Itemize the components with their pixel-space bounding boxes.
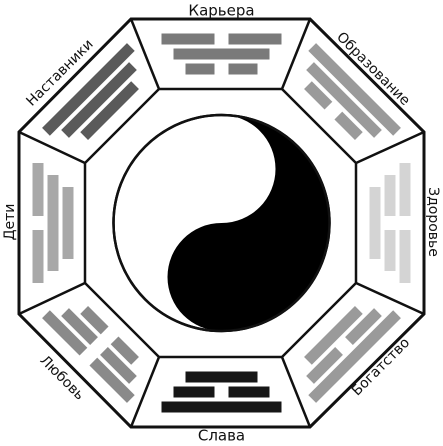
trigram-left: [32, 163, 74, 283]
trigram-line-solid: [306, 62, 382, 138]
label-right: Здоровье: [425, 187, 441, 257]
trigram-line-broken-segment: [110, 336, 139, 365]
trigram-line-broken-segment: [32, 230, 44, 283]
trigram-line-broken-segment: [161, 33, 215, 45]
trigram-line-broken-segment: [173, 386, 215, 398]
trigram-line-solid: [161, 401, 282, 413]
trigram-line-broken-segment: [384, 230, 396, 271]
trigram-top-right: [304, 43, 401, 140]
trigram-bottom-left: [42, 306, 139, 403]
trigram-line-broken-segment: [61, 308, 98, 345]
trigram-line-solid: [47, 175, 59, 271]
yin-yang-symbol: [112, 113, 331, 333]
trigram-line-broken-segment: [228, 63, 258, 75]
trigram-line-broken-segment: [399, 163, 411, 216]
trigram-line-broken-segment: [334, 111, 363, 140]
trigram-line-solid: [62, 187, 74, 259]
trigram-bottom-right: [304, 306, 401, 403]
trigram-right: [369, 163, 411, 283]
trigram-line-broken-segment: [228, 33, 282, 45]
trigram-line-solid: [304, 306, 363, 365]
trigram-top: [161, 33, 282, 75]
trigram-line-broken-segment: [89, 357, 135, 403]
label-top: Карьера: [188, 2, 254, 20]
trigram-line-broken-segment: [32, 163, 44, 216]
trigram-line-solid: [369, 187, 381, 259]
trigram-line-solid: [308, 310, 401, 403]
trigram-line-solid: [185, 371, 258, 383]
label-bottom: Слава: [198, 427, 245, 445]
trigram-line-broken-segment: [304, 81, 333, 110]
trigram-line-broken-segment: [42, 310, 88, 356]
yang-dot: [205, 261, 238, 293]
trigram-line-solid: [80, 81, 139, 140]
trigram-line-broken-segment: [185, 63, 215, 75]
trigram-line-solid: [42, 43, 135, 136]
trigram-line-broken-segment: [228, 386, 270, 398]
trigram-line-solid: [173, 48, 270, 60]
trigram-line-solid: [61, 62, 137, 138]
trigram-line-broken-segment: [399, 230, 411, 283]
trigram-line-broken-segment: [306, 347, 343, 384]
sector-dividers: [18, 18, 425, 428]
trigram-top-left: [42, 43, 139, 140]
yin-dot: [205, 153, 238, 185]
label-left: Дети: [2, 204, 18, 241]
trigram-line-broken-segment: [100, 347, 137, 384]
trigram-line-solid: [308, 43, 401, 136]
trigram-line-broken-segment: [80, 306, 109, 335]
trigram-bottom: [161, 371, 282, 413]
trigram-line-broken-segment: [345, 308, 382, 345]
trigram-line-broken-segment: [384, 175, 396, 216]
